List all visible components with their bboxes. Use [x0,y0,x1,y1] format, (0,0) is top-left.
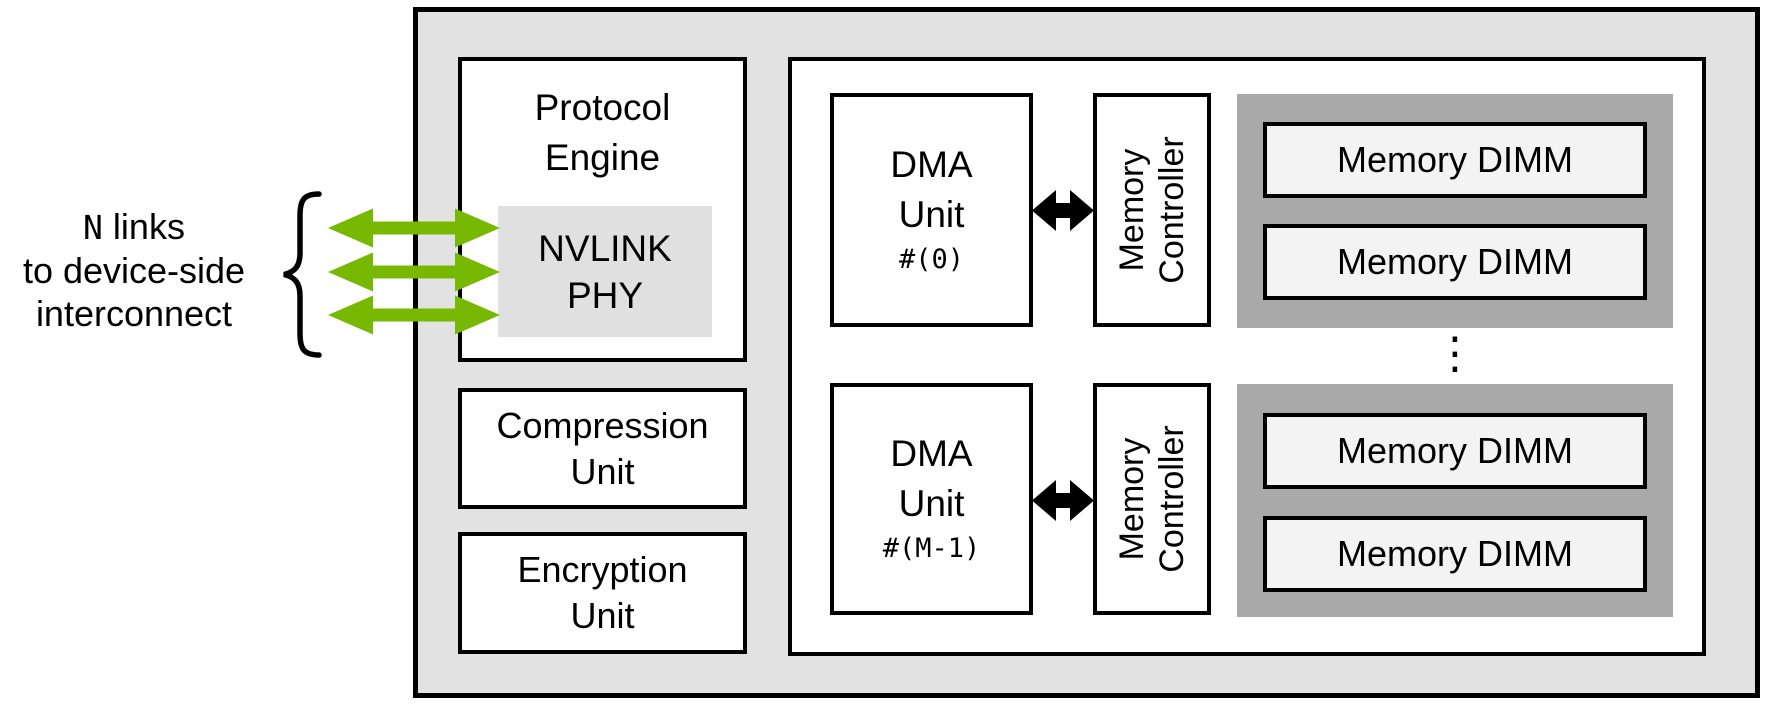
nvlink-phy-label-line1: NVLINK [538,227,672,269]
n-links-label: N links to device-side interconnect [0,205,268,335]
protocol-engine-label: Protocol Engine [534,87,671,178]
memory-dimm: Memory DIMM [1263,224,1647,300]
link-bidirectional-arrow-icon [328,208,500,248]
memory-controller-0-box: Memory Controller [1093,93,1211,327]
compression-unit-box: Compression Unit [458,388,747,509]
encryption-unit-box: Encryption Unit [458,532,747,654]
nvlink-phy-box: NVLINK PHY [498,206,712,337]
memory-dimm: Memory DIMM [1263,413,1647,489]
dimm-group-m-1: Memory DIMM Memory DIMM [1237,384,1673,617]
n-links-label-line1: N links [83,206,185,247]
curly-brace-icon [277,191,325,358]
dma-unit-m-1-box: DMA Unit #(M-1) [830,383,1033,615]
memory-dimm: Memory DIMM [1263,122,1647,198]
dma-unit-0-box: DMA Unit #(0) [830,93,1033,327]
n-links-label-line2: to device-side [22,250,246,291]
link-bidirectional-arrow-icon [328,295,500,335]
memory-controller-m-1-label: Memory Controller [1113,425,1191,573]
memory-dimm: Memory DIMM [1263,516,1647,592]
dma-mc-bidirectional-arrow-icon [1031,478,1095,523]
n-variable: N [83,208,103,247]
dimm-group-0: Memory DIMM Memory DIMM [1237,94,1673,328]
dma-unit-0-index: #(0) [898,244,965,275]
vertical-ellipsis-icon: ⋮ [1433,328,1477,379]
dma-mc-bidirectional-arrow-icon [1031,188,1095,233]
encryption-unit-label-line1: Encryption [517,549,688,590]
encryption-unit-label-line2: Unit [570,595,635,636]
compression-unit-label-line2: Unit [570,450,635,492]
nvlink-phy-label-line2: PHY [566,274,644,316]
memory-controller-m-1-box: Memory Controller [1093,383,1211,615]
link-bidirectional-arrow-icon [328,252,500,292]
memory-controller-0-label: Memory Controller [1113,136,1191,284]
dma-unit-m-1-index: #(M-1) [882,533,981,564]
compression-unit-label-line1: Compression [496,404,709,446]
n-links-label-line3: interconnect [35,293,233,334]
